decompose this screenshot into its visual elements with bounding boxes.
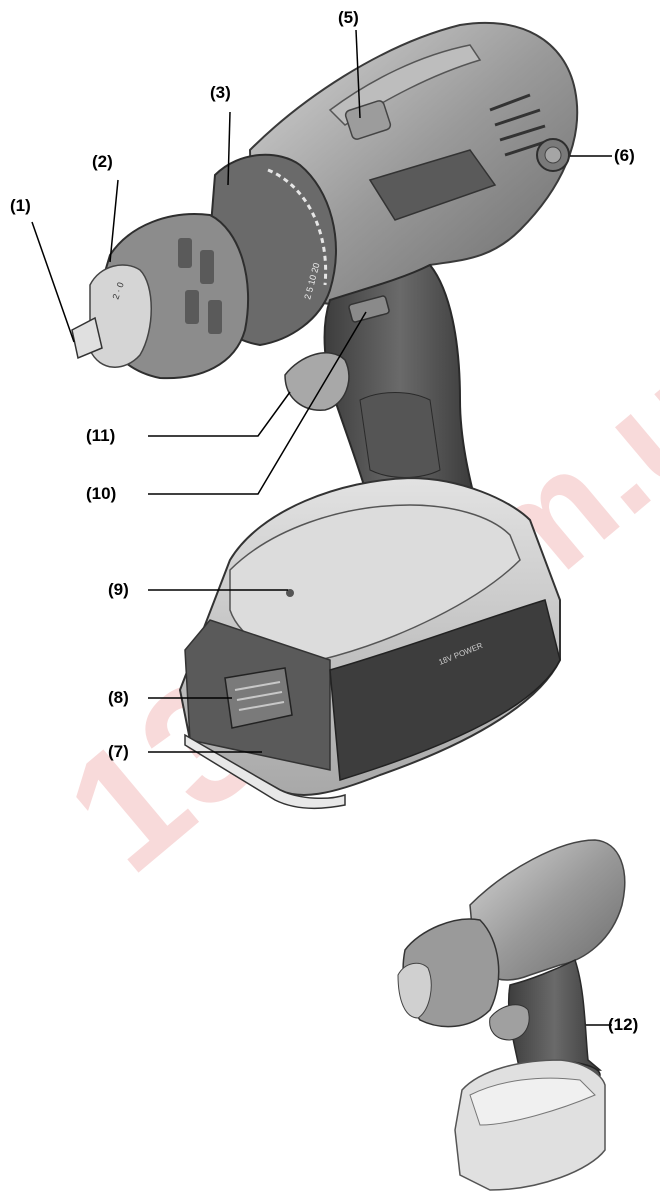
small-foot-top: [469, 1077, 596, 1126]
leader-lines: [31, 29, 612, 1026]
bit-holder: [71, 316, 103, 360]
callout-2: (2): [92, 152, 113, 171]
main-drill: 2 5 10 20 2 ∙ 0: [71, 21, 579, 810]
callout-12: (12): [608, 1015, 639, 1034]
charge-indicator: [286, 589, 294, 597]
small-motor-housing: [469, 839, 626, 981]
trigger: [284, 352, 350, 411]
small-drill-no-battery: [397, 839, 626, 1191]
callout-10: (10): [86, 484, 117, 503]
small-chuck-nose: [397, 962, 432, 1019]
callout-7: (7): [108, 742, 129, 761]
callout-11: (11): [86, 426, 116, 445]
grip-highlight: [359, 392, 441, 478]
chuck-ribs: [178, 238, 222, 334]
callout-9: (9): [108, 580, 129, 599]
callout-5: (5): [338, 8, 359, 27]
rear-vents: [489, 93, 546, 157]
callout-3: (3): [210, 83, 231, 102]
release-button-ribs: [234, 681, 285, 711]
gear-switch: [344, 100, 392, 140]
battery-rear-dark: [329, 599, 561, 781]
callout-1: (1): [10, 196, 31, 215]
side-label-panel: [368, 149, 497, 221]
small-trigger: [489, 1004, 530, 1041]
chuck-nose: [89, 264, 152, 368]
battery-base: [184, 733, 346, 810]
callout-6: (6): [614, 146, 635, 165]
callout-8: (8): [108, 688, 129, 707]
led-light: [348, 295, 390, 323]
torque-scale: [267, 168, 328, 286]
